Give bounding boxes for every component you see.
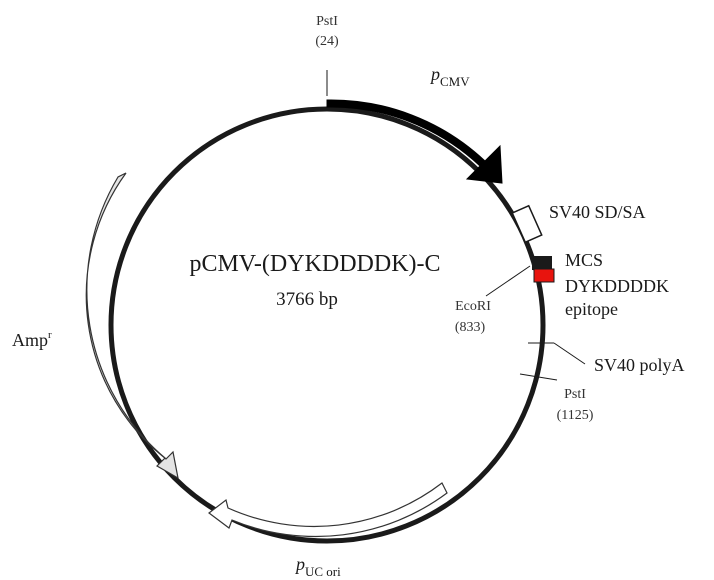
mcs-box [532,256,552,270]
ecori-name: EcoRI [455,299,491,314]
pcmv-label-sub: CMV [440,74,470,89]
pcmv-label-p: p [429,64,440,84]
psti-right-tick [519,373,558,381]
psti-top-position: (24) [315,34,339,49]
ampr-label: Ampr [12,329,52,350]
ampr-arrow [85,172,179,480]
ecori-position: (833) [455,320,486,335]
puc-ori-label-sub: UC ori [305,564,341,579]
psti-top-name: PstI [316,14,338,29]
plasmid-size: 3766 bp [276,289,338,310]
ampr-label-main: Amp [12,330,48,350]
dykddddk-label-line1: DYKDDDDK [565,276,669,296]
sv40-sd-sa-label: SV40 SD/SA [549,202,646,222]
pcmv-arrow [326,99,503,184]
pcmv-label: pCMV [429,64,470,89]
psti-right-position: (1125) [557,408,594,423]
dykddddk-label-line2: epitope [565,299,618,319]
plasmid-name: pCMV-(DYKDDDDK)-C [189,251,440,277]
sv40-polya-leader [553,342,586,365]
sv40-sd-sa-box [511,204,543,244]
mcs-label: MCS [565,250,603,270]
ecori-leader [485,265,531,297]
puc-ori-arrow [208,482,448,538]
puc-ori-label-p: p [294,554,305,574]
sv40-polya-label: SV40 polyA [594,355,685,375]
psti-right-name: PstI [564,387,586,402]
ampr-label-sup: r [48,329,52,341]
puc-ori-label: pUC ori [294,554,341,579]
plasmid-backbone [108,106,546,544]
dykddddk-box [533,268,555,283]
